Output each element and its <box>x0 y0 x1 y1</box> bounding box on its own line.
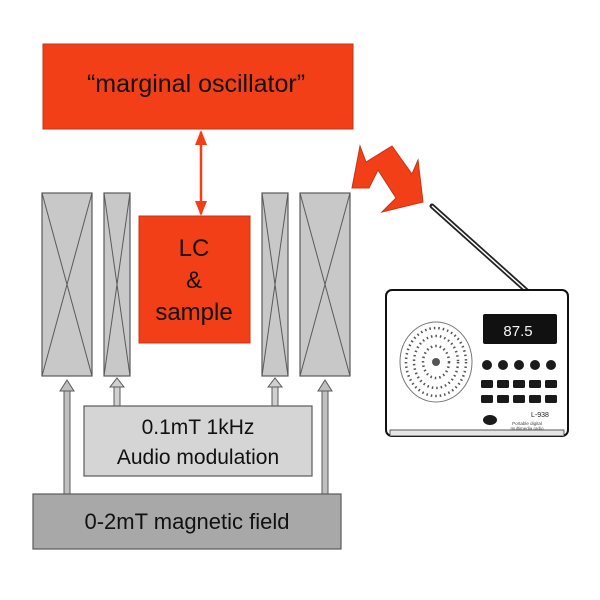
radio-brand-line2: multimedia radio <box>510 426 544 431</box>
coil-inner-left <box>103 192 131 377</box>
coil-outer-right <box>299 192 351 377</box>
audio-modulation-line1: 0.1mT 1kHz <box>142 416 255 439</box>
magnetic-field-label: 0-2mT magnetic field <box>84 509 289 534</box>
audio-modulation-line2: Audio modulation <box>117 446 279 469</box>
coil-inner-right <box>261 192 289 377</box>
audio-modulation-box: 0.1mT 1kHz Audio modulation <box>83 405 313 477</box>
oscillator-label: “marginal oscillator” <box>87 70 305 98</box>
lc-label: LC <box>179 235 210 262</box>
coil-outer-left <box>41 192 93 377</box>
sample-label: sample <box>155 299 232 326</box>
marginal-oscillator-box: “marginal oscillator” <box>42 43 354 130</box>
bidirectional-arrow-icon <box>195 130 207 216</box>
lc-sample-box: LC & sample <box>138 215 251 344</box>
speaker-grille <box>399 321 473 403</box>
radio-icon: 87.5 L-938 Portable digital <box>385 203 569 437</box>
wireless-signal-arrow-icon <box>351 144 424 213</box>
ampersand-label: & <box>186 267 202 294</box>
up-arrow-icon <box>108 377 126 407</box>
radio-model: L-938 <box>531 412 549 419</box>
up-arrow-icon <box>317 379 333 495</box>
radio-brand-line1: Portable digital <box>512 421 542 426</box>
magnetic-field-box: 0-2mT magnetic field <box>32 493 342 550</box>
up-arrow-icon <box>266 377 284 407</box>
radio-display: 87.5 <box>503 323 532 340</box>
up-arrow-icon <box>59 379 75 495</box>
